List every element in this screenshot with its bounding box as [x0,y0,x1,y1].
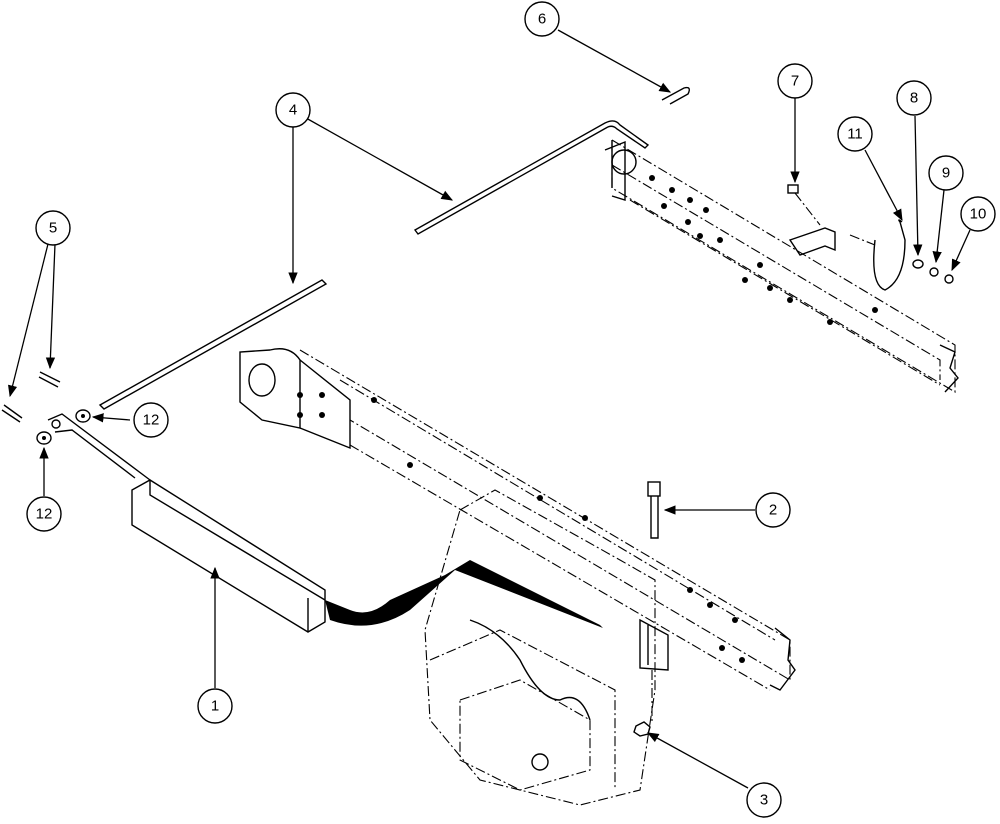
mounting-pedestal [424,489,669,806]
callout-10: 10 [960,196,996,232]
part-5-pins [1,371,61,423]
callout-5: 5 [35,210,71,246]
callout-6: 6 [524,1,560,37]
callout-12-left-label: 12 [36,506,53,523]
leader-lines [8,29,971,789]
callout-11-label: 11 [847,126,863,143]
callout-3: 3 [746,782,782,818]
callout-3-label: 3 [760,792,768,809]
upper-frame-rail [604,139,959,393]
callout-12-right-label: 12 [143,412,160,429]
part-2-bolt [647,481,661,539]
callout-12-left: 12 [26,496,62,532]
callout-8-label: 8 [910,90,918,107]
callout-2: 2 [755,492,791,528]
part-1-lever-handle [47,413,603,633]
callout-6-label: 6 [538,11,546,28]
part-11-lanyard [849,219,906,291]
callout-8: 8 [896,80,932,116]
part-12-washers [36,409,91,445]
callout-7: 7 [777,63,813,99]
part-7-screw-bracket [787,184,836,256]
callout-1: 1 [197,688,233,724]
callout-7-label: 7 [791,73,799,90]
callout-4-label: 4 [289,102,297,119]
callout-2-label: 2 [769,502,777,519]
callout-1-label: 1 [211,698,219,715]
part-4-rods [98,120,650,410]
callout-4: 4 [275,92,311,128]
callout-10-label: 10 [970,206,987,223]
parts-8-9-10-hardware [912,259,954,284]
callout-9-label: 9 [942,165,950,182]
callout-11: 11 [837,116,873,152]
callout-12-right: 12 [133,402,169,438]
callout-5-label: 5 [49,220,57,237]
part-3-nut [633,670,653,737]
lower-frame-rail [239,348,796,691]
part-6-cotter-pin [661,86,691,105]
callout-9: 9 [928,155,964,191]
